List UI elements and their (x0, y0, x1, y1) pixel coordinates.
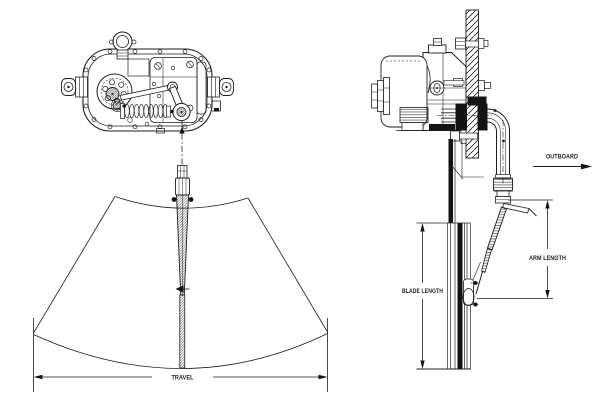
wiper-blade-side-view (416, 139, 484, 370)
arm-length-dimension: ARM LENGTH (477, 199, 566, 299)
wiper-arm-side-view (470, 203, 537, 295)
arm-head (501, 203, 530, 214)
drive-shaft-elbow (437, 96, 513, 204)
dim-arrow-left (33, 374, 43, 380)
left-mount-ear (61, 76, 88, 98)
crank-linkage (119, 81, 191, 122)
housing-details (156, 100, 221, 134)
shaft-flange (455, 103, 467, 131)
dim-arrow-down (545, 290, 550, 299)
front-view: TRAVEL (33, 31, 328, 392)
travel-label: TRAVEL (172, 375, 194, 382)
wiper-motor-top-view (61, 31, 234, 134)
motor-end-ribs (371, 77, 390, 115)
arm-clip-arrow (175, 285, 184, 293)
wiper-motor-side-view (371, 37, 491, 144)
dim-arrow-down (420, 360, 425, 369)
centerline-arrow (179, 126, 185, 134)
travel-dimension: TRAVEL (33, 318, 328, 392)
blade-rubber (457, 223, 463, 369)
pivot-screw-left (171, 197, 177, 202)
dim-arrow-up (545, 200, 550, 209)
outboard-direction-arrow (581, 163, 592, 170)
outboard-direction: OUTBOARD (533, 154, 592, 170)
drive-gear (96, 73, 133, 113)
knurled-nut (493, 177, 513, 192)
blade-length-label: BLADE LENGTH (402, 288, 443, 295)
blade-length-dimension: BLADE LENGTH (402, 222, 446, 369)
mast-upper (448, 139, 453, 223)
dim-arrow-right (318, 374, 328, 380)
output-shaft-boss (109, 31, 137, 60)
worm-spring (120, 103, 174, 119)
right-mount-ear (207, 76, 234, 98)
side-view: OUTBOARD ARM LENGTH BLADE LENGTH (371, 9, 592, 370)
outboard-label: OUTBOARD (546, 154, 578, 161)
wiper-arm-front-view (171, 165, 194, 369)
arm-spring (486, 206, 508, 251)
blade-clip (462, 278, 479, 307)
arm-length-label: ARM LENGTH (529, 255, 566, 262)
pivot-screw-right (188, 197, 194, 202)
dim-arrow-up (420, 223, 425, 232)
sweep-arc (33, 196, 328, 369)
mount-bolts (443, 37, 491, 144)
shaft-coupling (399, 107, 429, 123)
blade-front (179, 294, 186, 369)
